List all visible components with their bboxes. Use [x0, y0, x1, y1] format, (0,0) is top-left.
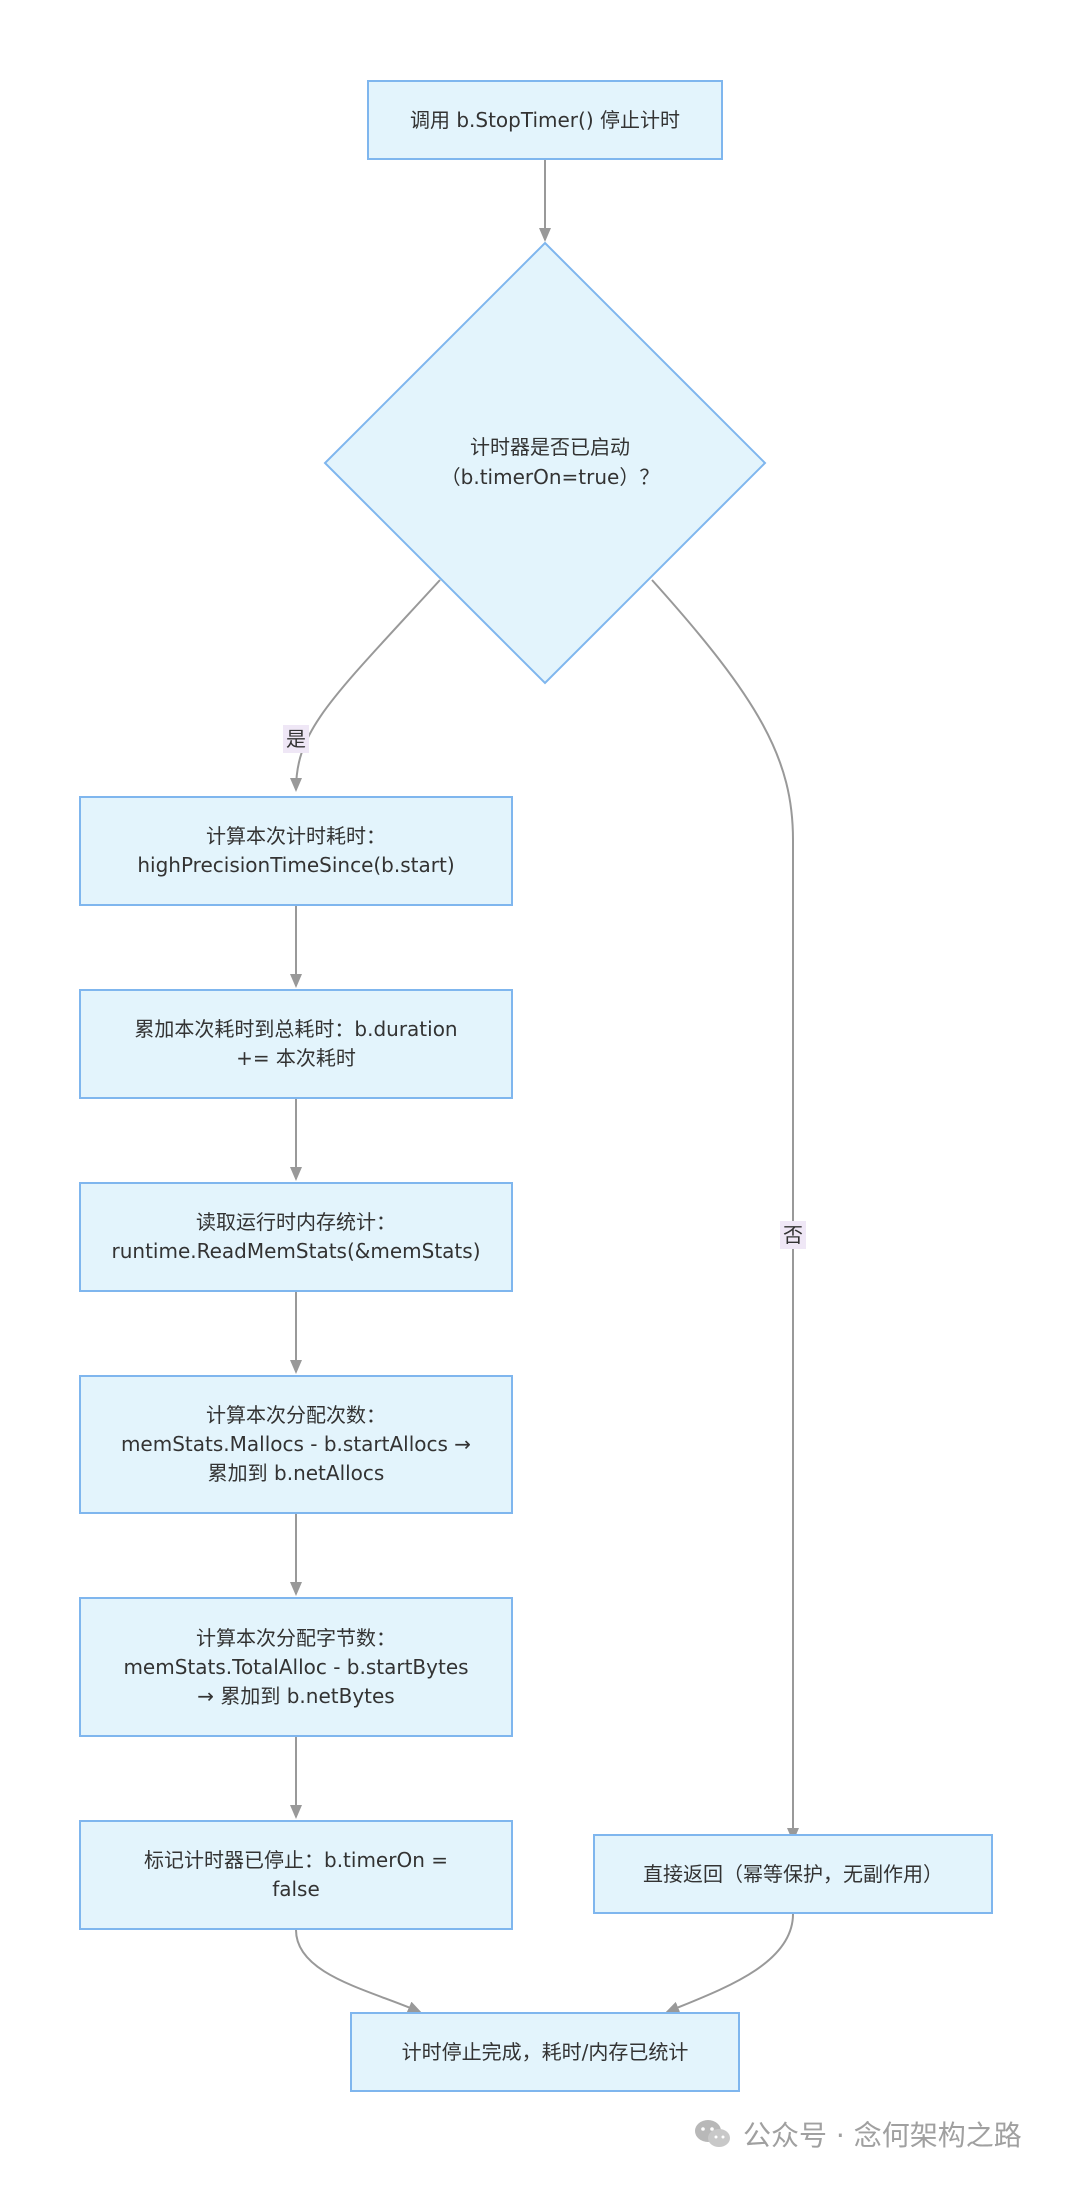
end-node: 计时停止完成，耗时/内存已统计 [350, 2012, 740, 2092]
step5-line3: → 累加到 b.netBytes [197, 1683, 395, 1708]
step-compute-allocs: 计算本次分配次数： memStats.Mallocs - b.startAllo… [79, 1375, 513, 1514]
step-mark-stopped: 标记计时器已停止：b.timerOn = false [79, 1820, 513, 1930]
step5-line2: memStats.TotalAlloc - b.startBytes [123, 1654, 469, 1679]
step6-line2: false [272, 1877, 320, 1901]
edge-label-no: 否 [780, 1221, 806, 1249]
step4-line1: 计算本次分配次数： [206, 1403, 386, 1427]
step3-line2: runtime.ReadMemStats(&memStats) [111, 1239, 481, 1263]
start-node: 调用 b.StopTimer() 停止计时 [367, 80, 723, 160]
step-compute-duration: 计算本次计时耗时： highPrecisionTimeSince(b.start… [79, 796, 513, 906]
decision-line2: （b.timerOn=true）？ [440, 465, 660, 489]
no-branch-return: 直接返回（幂等保护，无副作用） [593, 1834, 993, 1914]
step-compute-bytes: 计算本次分配字节数： memStats.TotalAlloc - b.start… [79, 1597, 513, 1737]
decision-line1: 计时器是否已启动 [470, 435, 630, 459]
wechat-icon [695, 2120, 730, 2147]
decision-diamond [323, 241, 767, 685]
step4-line3: 累加到 b.netAllocs [207, 1461, 385, 1485]
watermark: 公众号 · 念何架构之路 [693, 2114, 1022, 2154]
no-branch-label: 直接返回（幂等保护，无副作用） [643, 1861, 943, 1886]
watermark-text: 公众号 · 念何架构之路 [743, 2119, 1022, 2152]
edge-step6-to-end [295, 1929, 422, 2013]
start-node-label: 调用 b.StopTimer() 停止计时 [409, 107, 680, 132]
edge-decision-yes [290, 579, 441, 792]
edge-no-branch-to-end [665, 1913, 794, 2013]
step1-line2: highPrecisionTimeSince(b.start) [137, 853, 455, 877]
step3-line1: 读取运行时内存统计： [196, 1210, 396, 1234]
step1-line1: 计算本次计时耗时： [206, 824, 386, 848]
end-node-label: 计时停止完成，耗时/内存已统计 [401, 2039, 689, 2064]
step2-line2: += 本次耗时 [236, 1046, 356, 1070]
step5-line1: 计算本次分配字节数： [196, 1625, 396, 1650]
edge-label-yes: 是 [283, 725, 309, 753]
step6-line1: 标记计时器已停止：b.timerOn = [144, 1848, 448, 1872]
step-read-memstats: 读取运行时内存统计： runtime.ReadMemStats(&memStat… [79, 1182, 513, 1292]
decision-node: 计时器是否已启动 （b.timerOn=true）？ [330, 432, 770, 492]
step2-line1: 累加本次耗时到总耗时：b.duration [134, 1017, 458, 1041]
step4-line2: memStats.Mallocs - b.startAllocs → [120, 1432, 472, 1456]
edge-decision-no [651, 579, 799, 1842]
step-accumulate-duration: 累加本次耗时到总耗时：b.duration += 本次耗时 [79, 989, 513, 1099]
